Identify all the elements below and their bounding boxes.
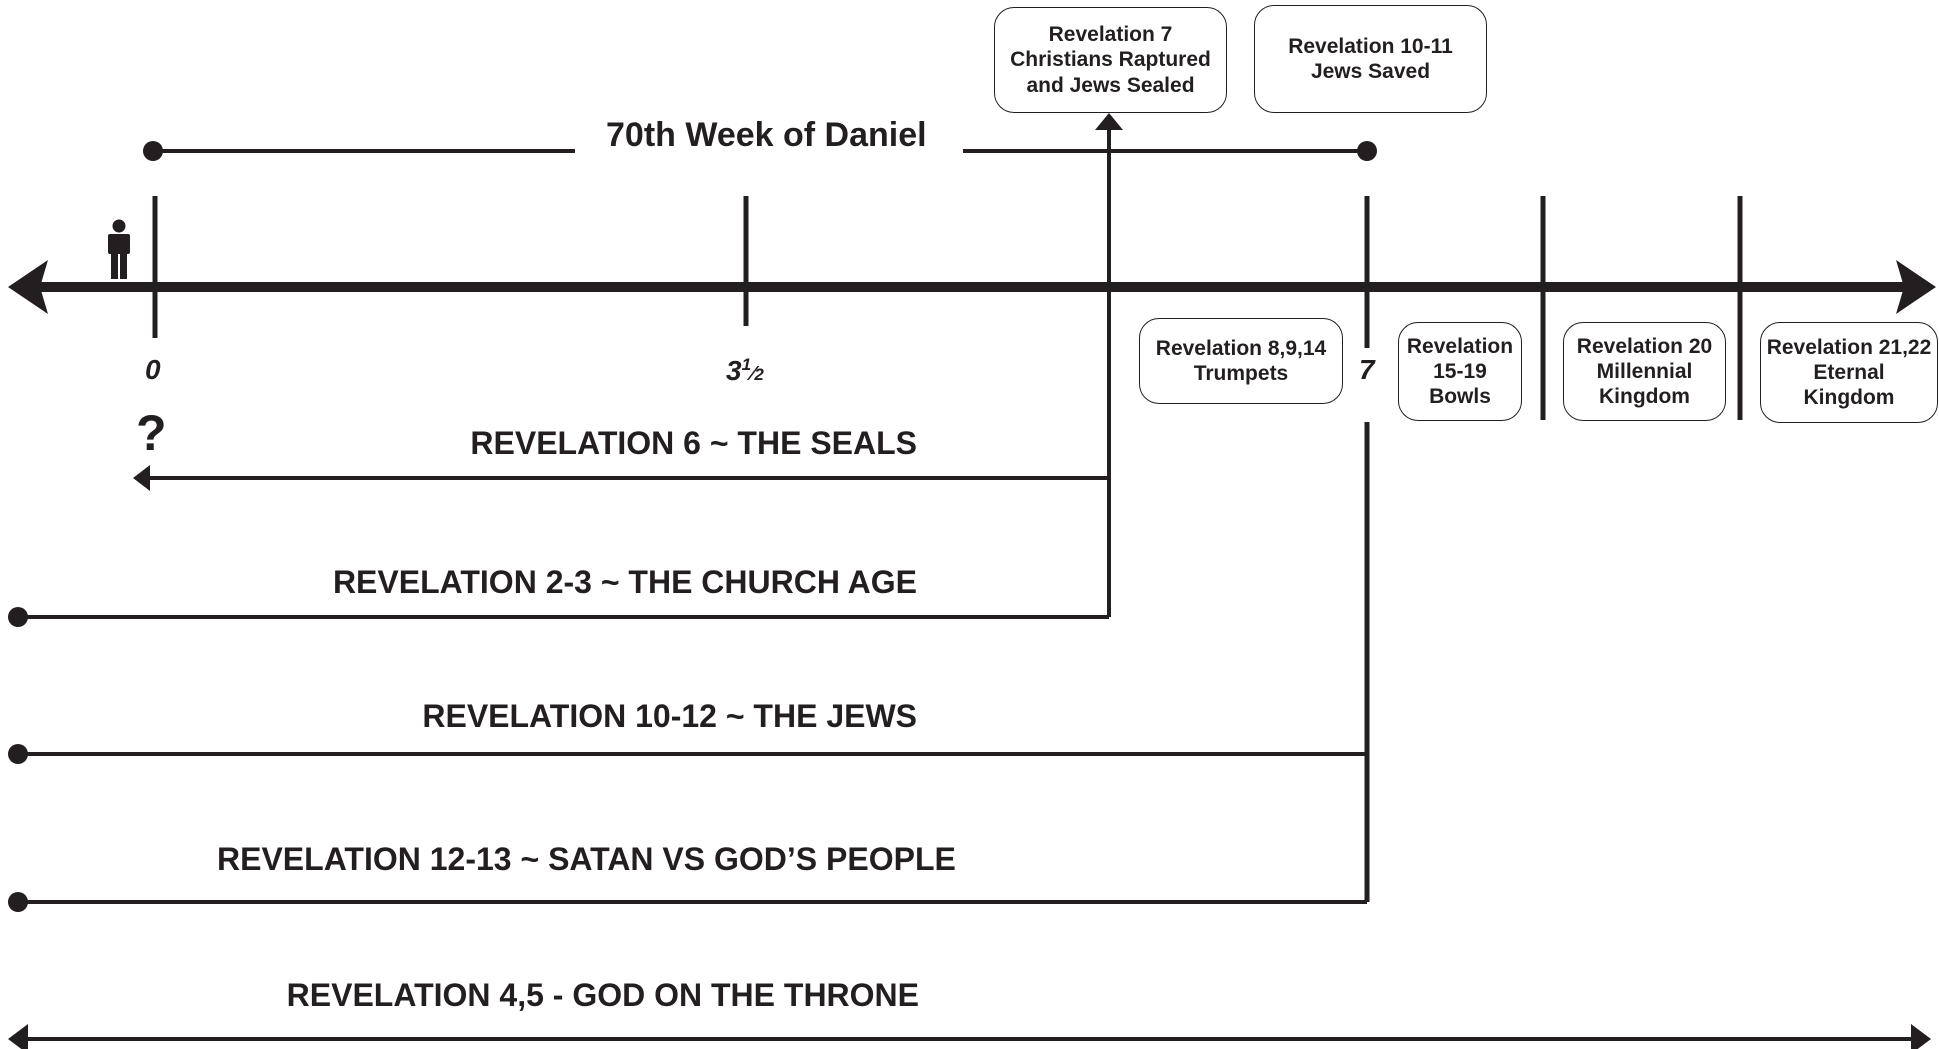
box-millennial-kingdom: Revelation 20 Millennial Kingdom xyxy=(1563,322,1726,421)
main-axis-left-arrowhead xyxy=(8,260,48,314)
jews-dot xyxy=(8,744,28,764)
unknown-start-question-mark: ? xyxy=(136,405,167,461)
tick-label-three-half: 31⁄2 xyxy=(726,356,764,385)
throne-right-arrowhead xyxy=(1911,1024,1931,1049)
throne-left-arrowhead xyxy=(8,1024,28,1049)
tick-label-seven: 7 xyxy=(1359,354,1375,385)
week-start-dot xyxy=(143,141,163,161)
person-icon xyxy=(108,219,130,279)
tick-label-three: 3 xyxy=(726,355,742,386)
box-revelation-10-11: Revelation 10-11 Jews Saved xyxy=(1254,5,1487,113)
row-label-seals: REVELATION 6 ~ THE SEALS xyxy=(470,425,917,461)
tick-label-zero: 0 xyxy=(145,354,161,385)
church-age-dot xyxy=(8,607,28,627)
satan-dot xyxy=(8,892,28,912)
seals-arrowhead xyxy=(133,465,150,491)
row-label-throne: REVELATION 4,5 - GOD ON THE THRONE xyxy=(286,977,919,1013)
box-revelation-7: Revelation 7 Christians Raptured and Jew… xyxy=(994,7,1227,113)
box-eternal-kingdom: Revelation 21,22 Eternal Kingdom xyxy=(1760,322,1938,423)
diagram-title: 70th Week of Daniel xyxy=(606,116,927,154)
box-trumpets: Revelation 8,9,14 Trumpets xyxy=(1139,318,1343,404)
week-end-dot xyxy=(1357,141,1377,161)
tick-label-half-denominator: 2 xyxy=(754,365,764,384)
fraction-slash: ⁄ xyxy=(751,363,755,385)
rapture-arrowhead xyxy=(1095,113,1123,130)
tick-label-half-numerator: 1 xyxy=(741,355,752,374)
box-bowls: Revelation 15-19 Bowls xyxy=(1398,322,1522,421)
row-label-satan: REVELATION 12-13 ~ SATAN VS GOD’S PEOPLE xyxy=(217,841,956,877)
main-axis-right-arrowhead xyxy=(1896,260,1936,314)
row-label-church-age: REVELATION 2-3 ~ THE CHURCH AGE xyxy=(332,564,917,600)
row-label-jews: REVELATION 10-12 ~ THE JEWS xyxy=(422,698,917,734)
